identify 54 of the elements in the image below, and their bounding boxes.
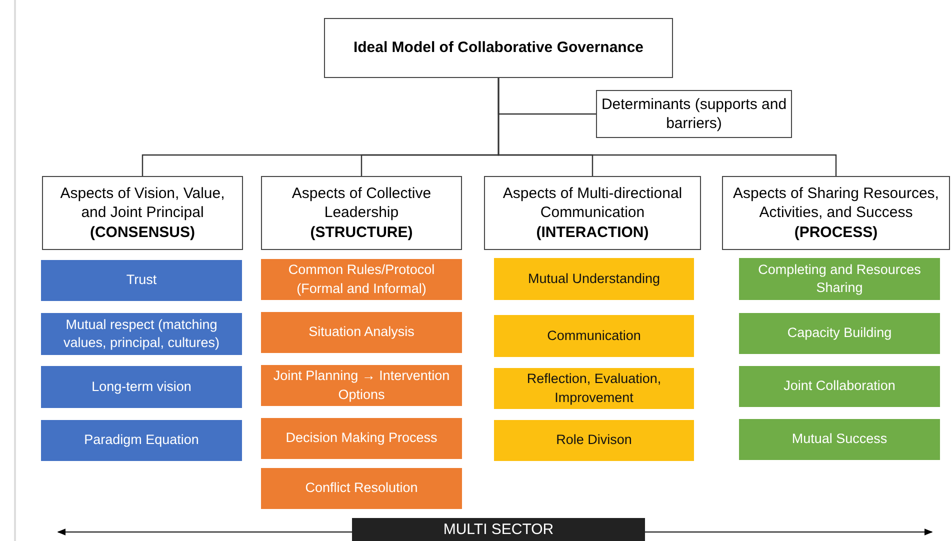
span-arrow — [645, 528, 933, 536]
aspect-item-box — [261, 259, 462, 300]
node-text: Mutual Success — [792, 430, 888, 448]
node-text: Ideal Model of Collaborative Governance — [353, 38, 644, 58]
aspect-item-box — [494, 420, 694, 461]
node-text: Joint Collaboration — [784, 377, 896, 396]
connector-line — [498, 78, 837, 176]
aspect-item-box — [494, 258, 694, 300]
node-text: Conflict Resolution — [305, 479, 418, 498]
aspect-item-box — [494, 315, 694, 357]
aspect-item-box — [261, 468, 462, 509]
node-text: Situation Analysis — [308, 323, 414, 342]
node-text: Communication — [547, 326, 641, 345]
node-text: Role Divison — [556, 431, 632, 450]
node-text: Aspects of Vision, Value, and Joint Principal — [59, 184, 226, 223]
node-text: Capacity Building — [787, 324, 892, 342]
sector-label-box — [352, 518, 645, 541]
aspect-item-box — [261, 312, 462, 353]
node-text: Mutual respect (matching values, principal, cultures) — [62, 316, 221, 352]
aspect-item-box — [261, 418, 462, 459]
node-text: Mutual Understanding — [528, 270, 660, 288]
node-text: Aspects of Multi-directional Communication — [502, 184, 684, 223]
node-text: Aspects of Sharing Resources, Activities, and Success — [732, 184, 940, 223]
category-label: (CONSENSUS) — [90, 222, 195, 242]
span-arrow — [57, 528, 352, 536]
aspect-header-box — [484, 176, 701, 250]
aspect-header-box — [42, 176, 243, 250]
node-text: Trust — [126, 271, 157, 290]
node-text: Aspects of Collective Leadership — [290, 184, 432, 223]
aspect-item-box — [739, 313, 940, 354]
aspect-item-box — [261, 365, 462, 406]
aspect-item-box — [41, 366, 242, 408]
aspect-item-box — [41, 313, 242, 355]
node-text: Long-term vision — [92, 378, 192, 396]
category-label: (STRUCTURE) — [310, 222, 413, 242]
aspect-header-box — [722, 176, 950, 250]
node-text: Paradigm Equation — [84, 431, 199, 450]
aspect-item-box — [41, 260, 242, 301]
node-text: Determinants (supports and barriers) — [601, 94, 787, 134]
node-text: Common Rules/Protocol (Formal and Informal) — [287, 261, 436, 298]
title-box — [324, 18, 673, 78]
aspect-item-box — [739, 366, 940, 407]
category-label: (INTERACTION) — [536, 222, 649, 242]
aspect-item-box — [739, 258, 940, 300]
node-text: MULTI SECTOR — [443, 520, 554, 540]
aspect-item-box — [739, 419, 940, 460]
aspect-header-box — [261, 176, 462, 250]
node-text: Joint Planning → Intervention Options — [272, 367, 451, 404]
aspect-item-box — [41, 420, 242, 461]
category-label: (PROCESS) — [794, 222, 878, 242]
node-text: Completing and Resources Sharing — [757, 260, 922, 297]
node-text: Decision Making Process — [286, 429, 438, 448]
node-text: Reflection, Evaluation, Improvement — [526, 370, 662, 407]
aspect-item-box — [494, 368, 694, 409]
